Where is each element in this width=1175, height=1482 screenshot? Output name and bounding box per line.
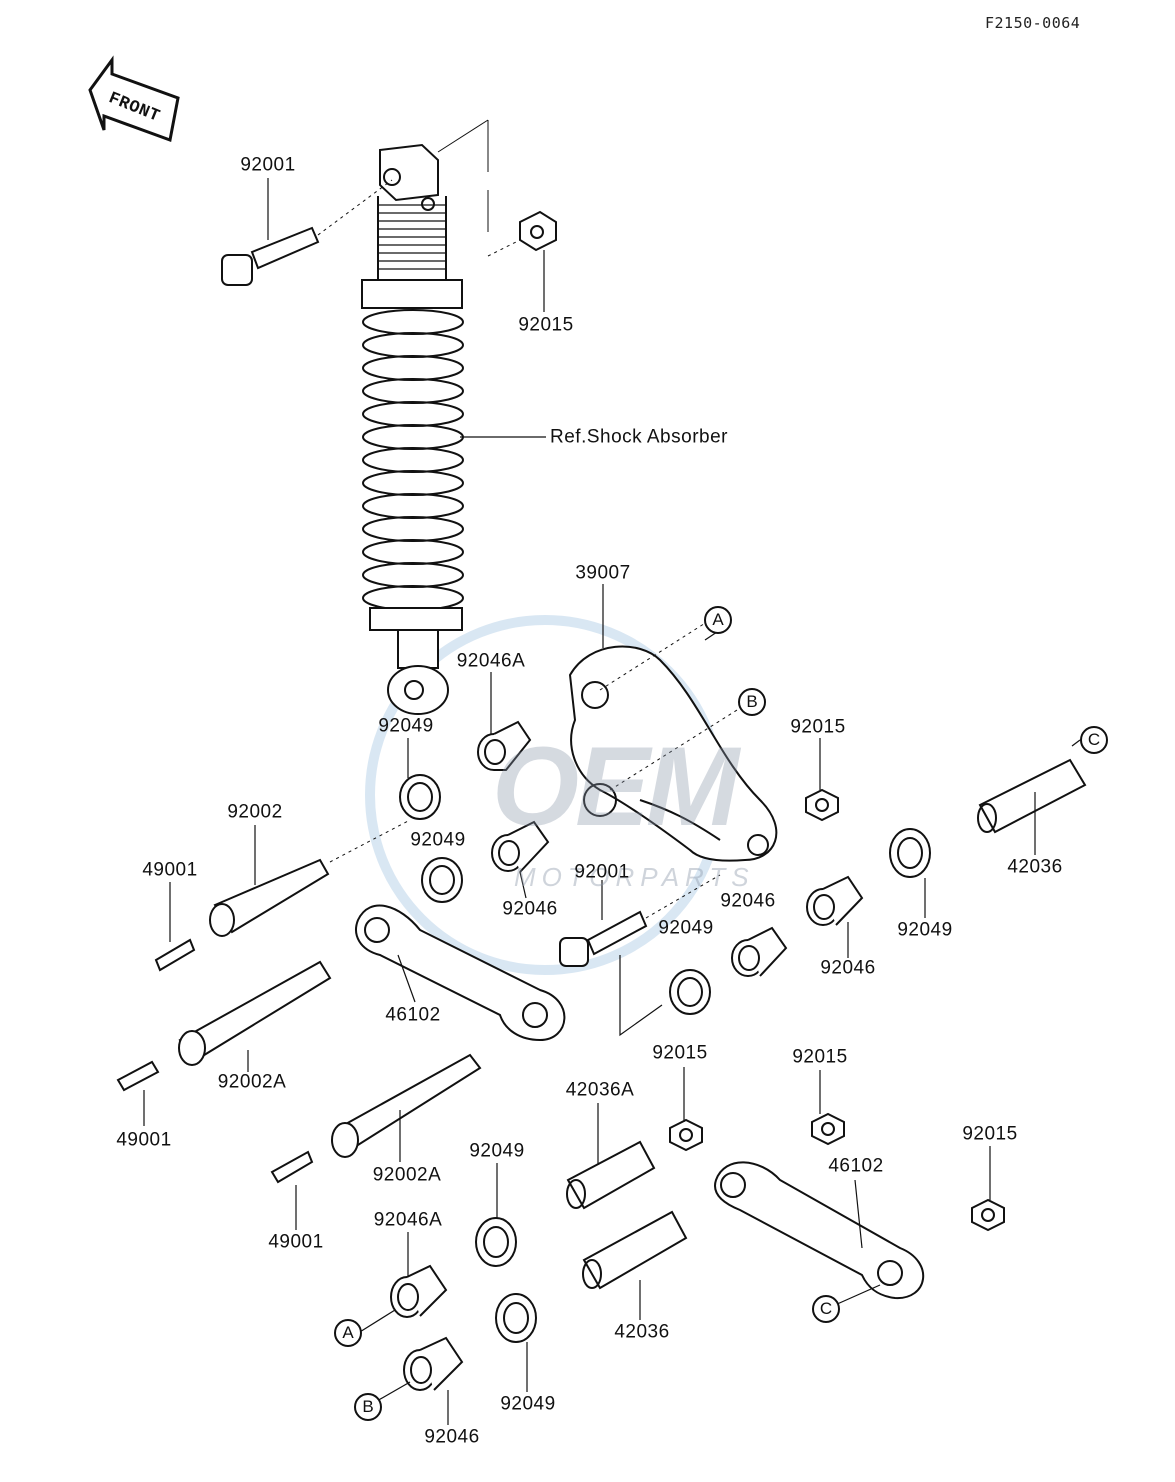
part-label: 49001 — [268, 1231, 324, 1253]
tie-rod-46102-lower — [714, 1161, 925, 1300]
seal-92049-a — [399, 774, 441, 820]
part-label: 92002A — [372, 1164, 442, 1186]
part-label: 92049 — [897, 919, 953, 941]
part-label: 92046 — [720, 890, 776, 912]
seal-92049-f — [495, 1293, 537, 1343]
sleeve-42036-lower — [582, 1210, 688, 1290]
callout-c-upper: C — [1080, 726, 1108, 754]
bolt-92001-mid — [559, 874, 721, 967]
sleeve-42036A — [566, 1140, 656, 1210]
part-label: 92002 — [227, 801, 283, 823]
watermark-logo: OEM — [492, 724, 739, 849]
part-label: 42036A — [565, 1079, 635, 1101]
axle-92002A-a — [178, 960, 332, 1066]
part-label: 92015 — [962, 1123, 1018, 1145]
seal-92049-e — [475, 1217, 517, 1267]
nut-92015-top — [519, 210, 557, 252]
part-label: 92049 — [410, 829, 466, 851]
part-label: 92002A — [217, 1071, 287, 1093]
callout-b-upper: B — [738, 688, 766, 716]
bushing-92046-b — [731, 926, 788, 977]
part-label: 92046A — [456, 650, 526, 672]
callout-a-lower: A — [334, 1319, 362, 1347]
nut-92015-lower-c — [971, 1198, 1005, 1232]
part-label: 46102 — [828, 1155, 884, 1177]
callout-a-upper: A — [704, 606, 732, 634]
sleeve-42036-upper — [977, 758, 1087, 834]
part-label: 92015 — [652, 1042, 708, 1064]
nut-92015-lower-b — [811, 1112, 845, 1146]
watermark-subtext: MOTORPARTS — [514, 862, 755, 892]
part-label: 39007 — [575, 562, 631, 584]
grease-nipple-49001-a — [154, 938, 196, 972]
part-label: 92015 — [518, 314, 574, 336]
bushing-92046-c — [806, 875, 864, 926]
part-label: 92049 — [500, 1393, 556, 1415]
axle-92002 — [209, 819, 411, 937]
callout-b-lower: B — [354, 1393, 382, 1421]
part-label: 92049 — [378, 715, 434, 737]
part-label: 92049 — [469, 1140, 525, 1162]
part-label: 42036 — [614, 1321, 670, 1343]
part-label: 49001 — [142, 859, 198, 881]
tie-rod-46102-upper — [355, 904, 566, 1042]
bushing-92046-lower — [403, 1336, 464, 1391]
bushing-92046-a — [491, 820, 550, 873]
seal-92049-c — [889, 828, 931, 878]
part-label: 42036 — [1007, 856, 1063, 878]
part-label: 92046 — [820, 957, 876, 979]
part-label: 92046 — [502, 898, 558, 920]
part-label: 92015 — [790, 716, 846, 738]
part-label: 46102 — [385, 1004, 441, 1026]
grease-nipple-49001-c — [270, 1150, 314, 1184]
part-label: 92015 — [792, 1046, 848, 1068]
front-arrow-icon — [88, 55, 180, 143]
bolt-92001-top — [221, 179, 393, 286]
rocker-arm-39007 — [568, 619, 778, 862]
part-label: 92001 — [574, 861, 630, 883]
nut-92015-lower-a — [669, 1118, 703, 1152]
bushing-92046A-lower — [390, 1264, 448, 1318]
axle-92002A-b — [331, 1053, 482, 1158]
callout-c-lower: C — [812, 1295, 840, 1323]
seal-92049-b — [421, 857, 463, 903]
diagram-id: F2150-0064 — [985, 14, 1081, 32]
nut-92015-mid — [805, 788, 839, 822]
part-label: 92046A — [373, 1209, 443, 1231]
part-label: 92049 — [658, 917, 714, 939]
part-label: 92046 — [424, 1426, 480, 1448]
bushing-92046A-upper — [477, 720, 532, 771]
shock-absorber — [361, 143, 464, 715]
seal-92049-d — [669, 969, 711, 1015]
part-label: 49001 — [116, 1129, 172, 1151]
ref-shock-absorber-label: Ref.Shock Absorber — [550, 426, 728, 448]
grease-nipple-49001-b — [116, 1060, 160, 1092]
part-label: 92001 — [240, 154, 296, 176]
